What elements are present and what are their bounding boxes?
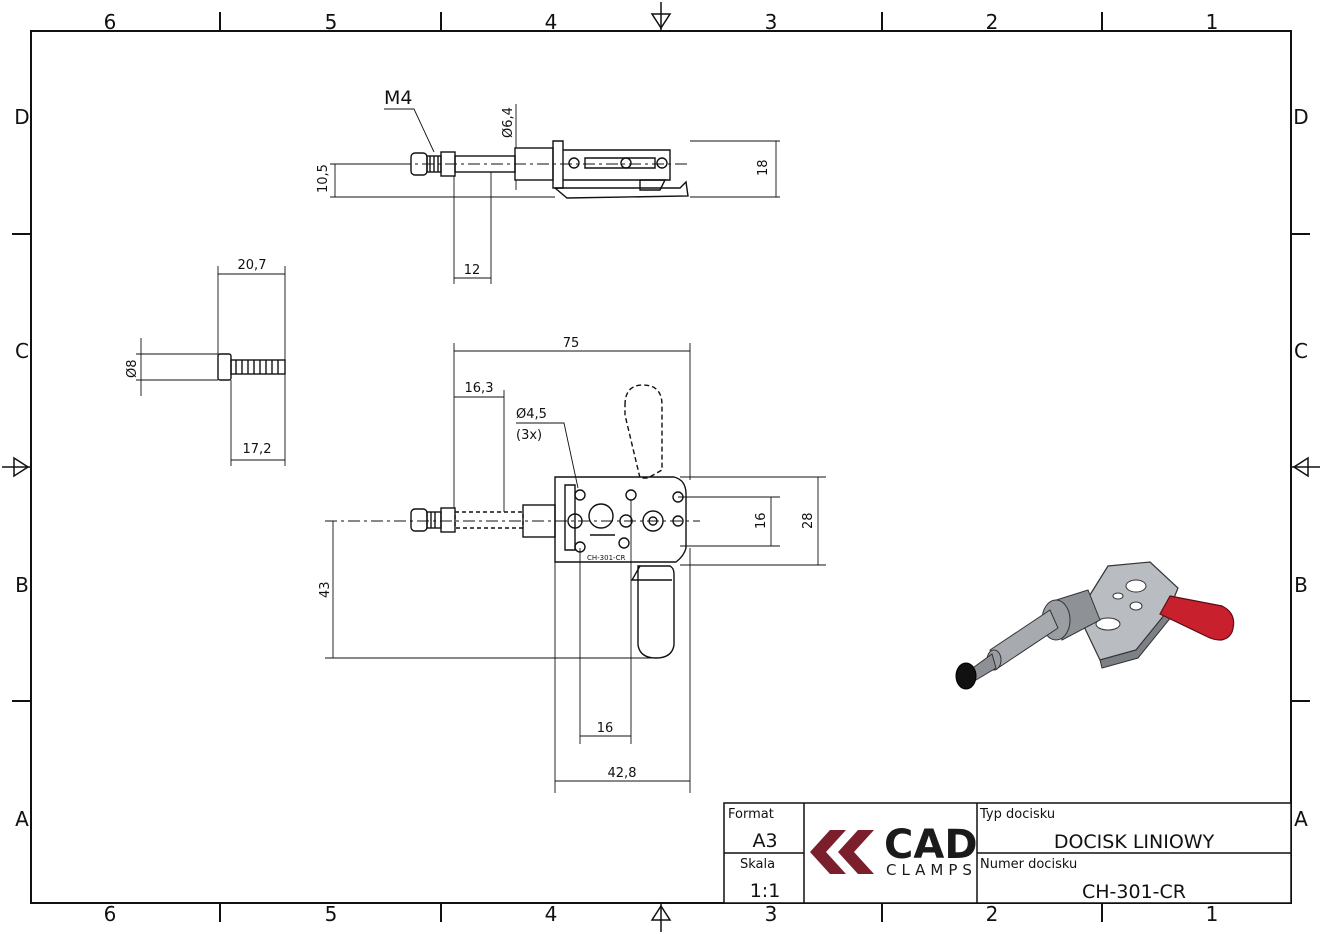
zone-row-d-right: D bbox=[1293, 105, 1308, 129]
dim-bolt-length-top: 20,7 bbox=[238, 258, 267, 273]
title-type-value: DOCISK LINIOWY bbox=[1054, 831, 1215, 853]
logo-clamps-text: CLAMPS bbox=[886, 861, 977, 879]
dim-height-left: 10,5 bbox=[316, 164, 331, 193]
dim-overall-length: 75 bbox=[563, 336, 580, 351]
zone-col-5-bottom: 5 bbox=[325, 902, 338, 926]
dim-hole-spacing: 16 bbox=[597, 721, 614, 736]
zone-row-c: C bbox=[15, 339, 29, 363]
dim-hole-count: (3x) bbox=[516, 428, 542, 443]
dim-height-right: 18 bbox=[756, 159, 771, 176]
zone-row-a: A bbox=[15, 807, 29, 831]
dim-bolt-length-bottom: 17,2 bbox=[243, 442, 272, 457]
zone-col-1: 1 bbox=[1206, 10, 1219, 34]
zone-row-b-right: B bbox=[1294, 573, 1308, 597]
bolt-view bbox=[217, 353, 286, 381]
zone-col-6: 6 bbox=[104, 10, 117, 34]
dim-holes-height: 16 bbox=[754, 512, 769, 529]
title-type-label: Typ docisku bbox=[979, 807, 1055, 822]
zone-row-b: B bbox=[15, 573, 29, 597]
zone-col-5: 5 bbox=[325, 10, 338, 34]
zone-ticks bbox=[12, 12, 1310, 922]
front-view bbox=[325, 384, 700, 659]
zone-row-labels: D C B A D C B A bbox=[14, 105, 1308, 831]
dim-handle-height: 43 bbox=[318, 581, 333, 598]
zone-col-3-bottom: 3 bbox=[765, 902, 778, 926]
title-number-label: Numer docisku bbox=[980, 857, 1077, 872]
dim-offset: 16,3 bbox=[465, 381, 494, 396]
zone-col-3: 3 bbox=[765, 10, 778, 34]
zone-col-4: 4 bbox=[545, 10, 558, 34]
dim-base-height: 28 bbox=[801, 512, 816, 529]
zone-row-c-right: C bbox=[1294, 339, 1308, 363]
zone-col-1-bottom: 1 bbox=[1206, 902, 1219, 926]
title-scale-value: 1:1 bbox=[750, 880, 781, 902]
title-format-value: A3 bbox=[752, 830, 777, 852]
dim-thread-m4: M4 bbox=[384, 87, 412, 109]
dim-length-12: 12 bbox=[464, 263, 481, 278]
dim-bolt-diameter: Ø8 bbox=[125, 359, 140, 378]
title-format-label: Format bbox=[728, 807, 774, 822]
zone-col-2: 2 bbox=[986, 10, 999, 34]
isometric-render bbox=[955, 561, 1235, 690]
zone-col-4-bottom: 4 bbox=[545, 902, 558, 926]
sheet-border bbox=[30, 30, 1292, 904]
logo-chevron-1 bbox=[810, 830, 846, 874]
title-scale-label: Skala bbox=[740, 857, 775, 872]
zone-row-a-right: A bbox=[1294, 807, 1308, 831]
zone-column-labels-bottom: 6 5 4 3 2 1 bbox=[104, 902, 1219, 926]
zone-col-6-bottom: 6 bbox=[104, 902, 117, 926]
cadclamps-logo: CAD CLAMPS bbox=[810, 822, 978, 879]
dim-hole-diameter: Ø4,5 bbox=[516, 407, 547, 422]
zone-column-labels-top: 6 5 4 3 2 1 bbox=[104, 10, 1219, 34]
dim-shaft-diameter: Ø6,4 bbox=[501, 107, 516, 138]
body-engraving: CH-301-CR bbox=[587, 554, 625, 562]
dim-base-length: 42,8 bbox=[608, 766, 637, 781]
logo-cad-text: CAD bbox=[884, 822, 978, 868]
zone-row-d: D bbox=[14, 105, 29, 129]
zone-col-2-bottom: 2 bbox=[986, 902, 999, 926]
top-view bbox=[330, 140, 690, 199]
front-view-dimensions bbox=[325, 343, 826, 793]
bolt-dimensions bbox=[136, 266, 286, 466]
title-number-value: CH-301-CR bbox=[1082, 881, 1186, 903]
logo-chevron-2 bbox=[838, 830, 874, 874]
top-view-dimensions bbox=[330, 104, 780, 284]
